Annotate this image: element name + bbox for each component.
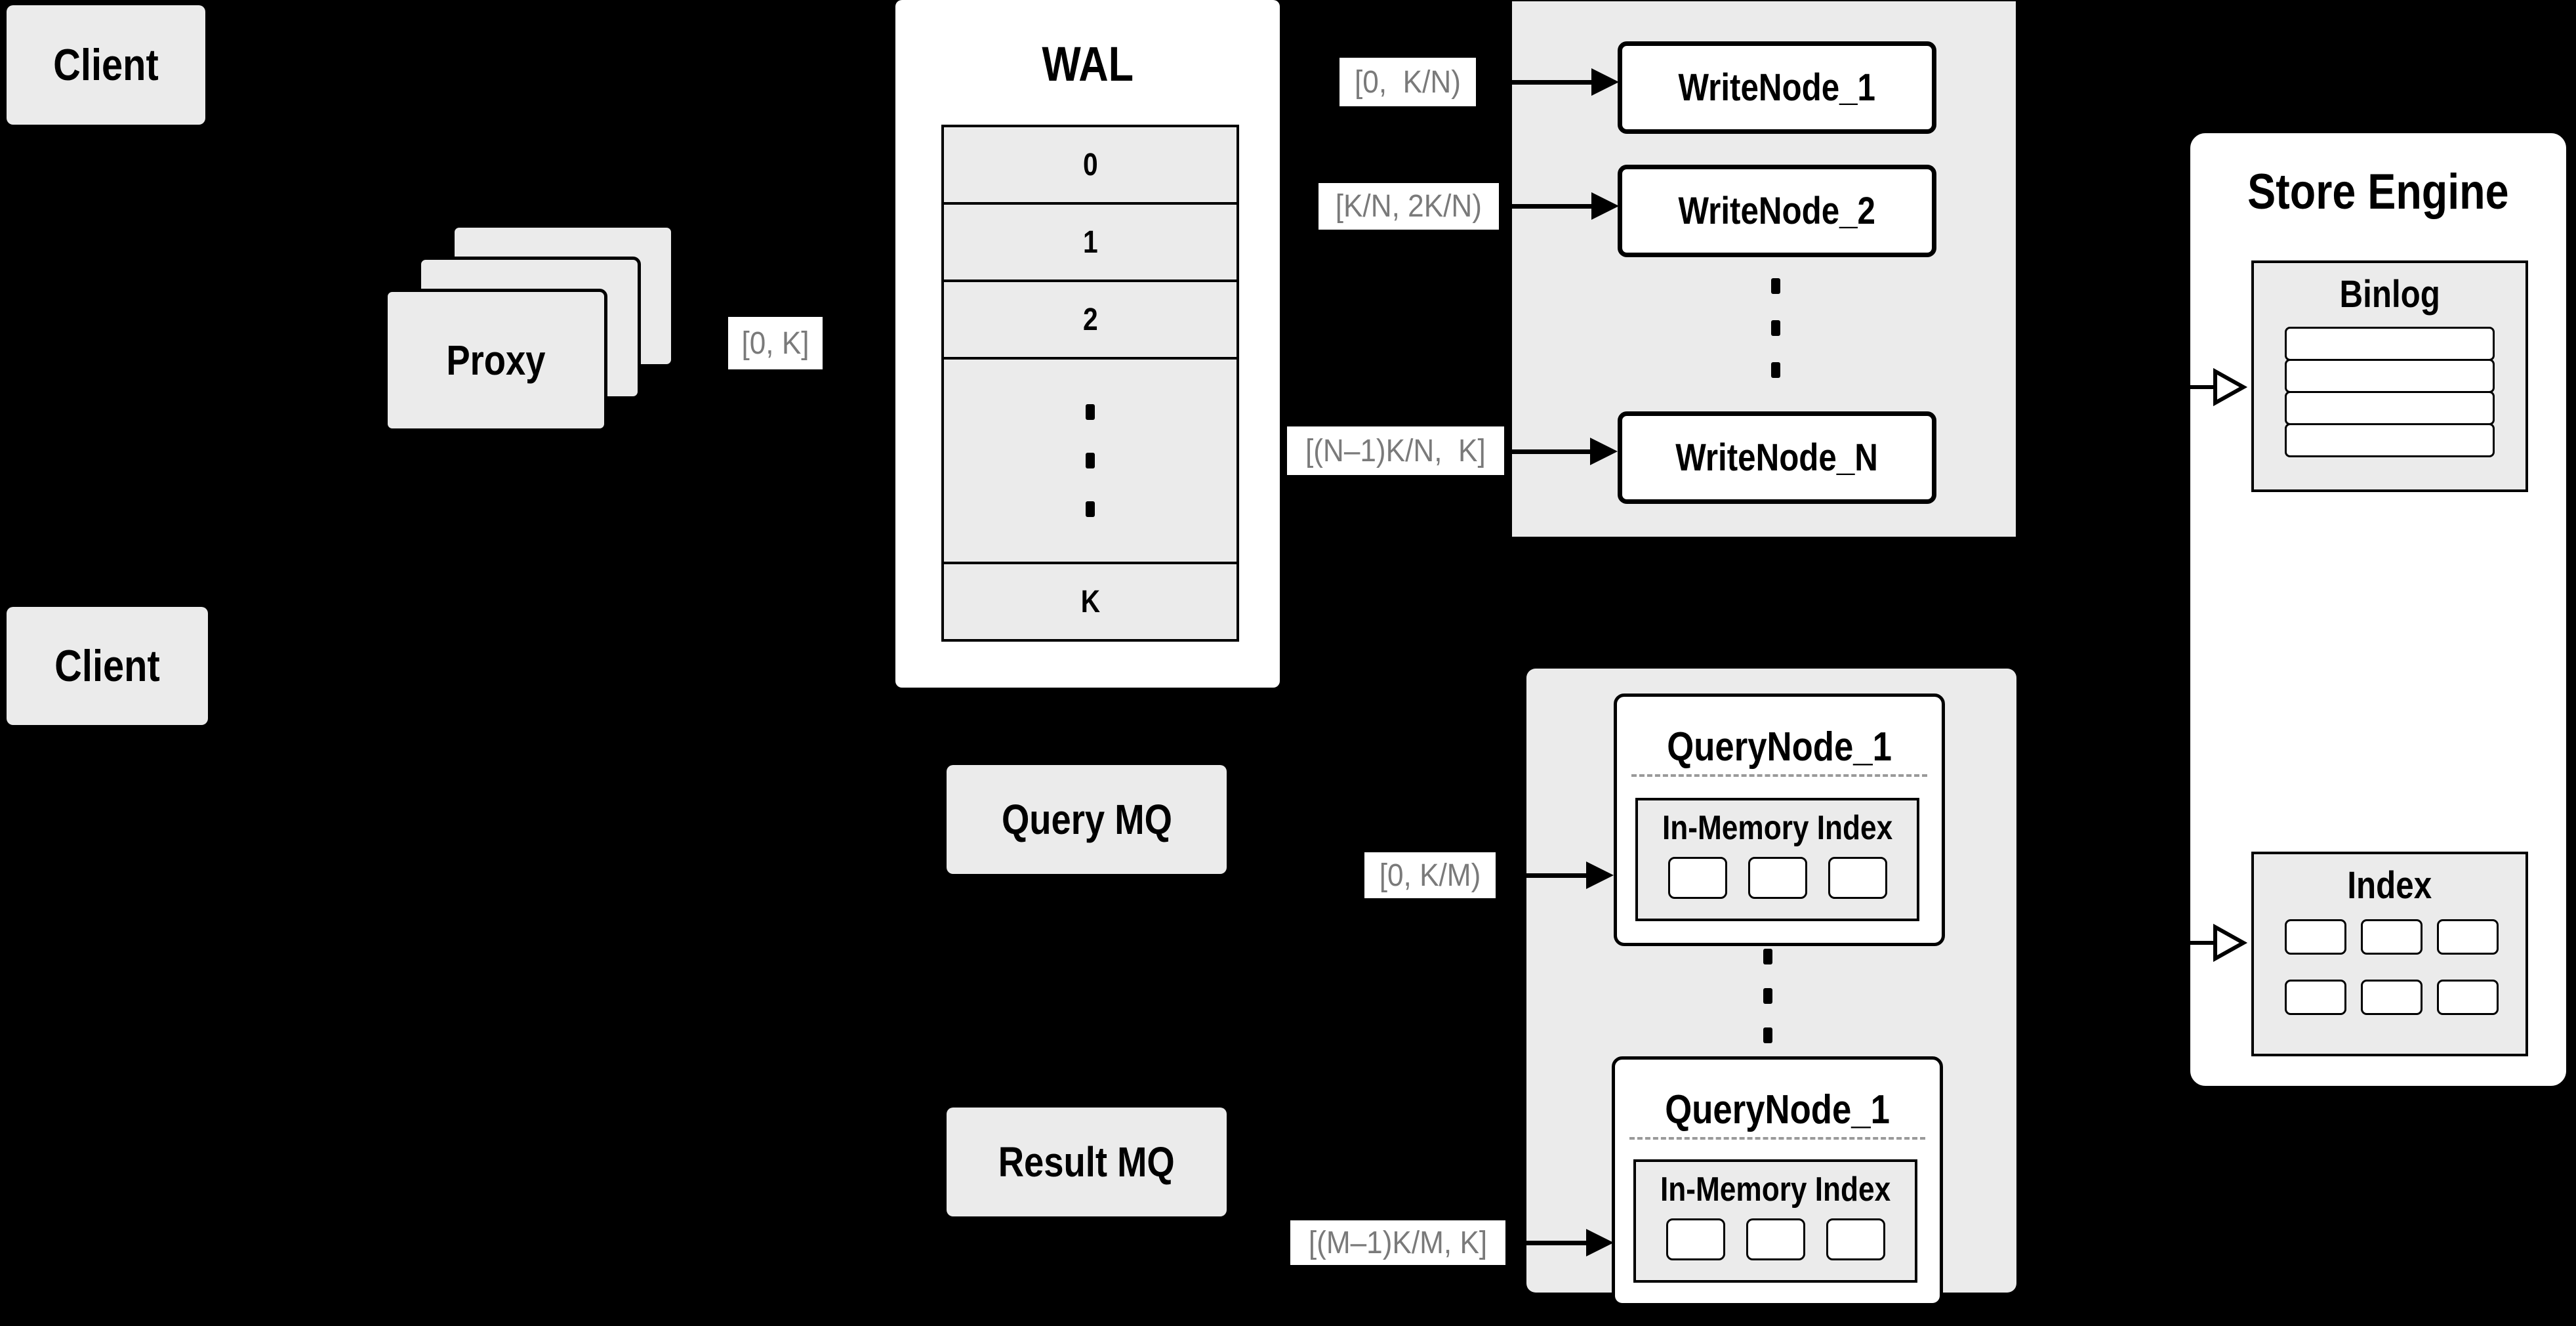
- write-node-2: WriteNode_2: [1618, 165, 1936, 257]
- dashed-divider: [1631, 774, 1927, 777]
- wal-segment-row: 2: [941, 280, 1239, 360]
- wal-title-wrap: WAL: [895, 34, 1280, 93]
- result-mq-box: Result MQ: [947, 1108, 1227, 1216]
- in-memory-index-box: In-Memory Index: [1633, 1159, 1917, 1283]
- store-engine-box: Store Engine Binlog Index: [2187, 130, 2569, 1089]
- ellipsis-dots: [1086, 404, 1095, 517]
- wal-title: WAL: [1042, 36, 1134, 91]
- index-cells: [2254, 919, 2525, 1015]
- in-memory-index-title-wrap: In-Memory Index: [1660, 1171, 1891, 1209]
- in-memory-index-title-wrap: In-Memory Index: [1662, 809, 1893, 847]
- range-label-query-1: [0, K/M): [1364, 852, 1496, 898]
- wal-segment-row: K: [941, 562, 1239, 642]
- arrow-to-write-node-n: [1504, 449, 1593, 454]
- write-node-1: WriteNode_1: [1618, 41, 1936, 134]
- query-node-1: QueryNode_1 In-Memory Index: [1614, 694, 1945, 946]
- range-label-write-1: [0, K/N): [1339, 58, 1476, 106]
- arrow-to-write-node-2: [1499, 204, 1594, 209]
- arrow-head: [1591, 192, 1619, 220]
- arrow-head: [1586, 861, 1614, 889]
- query-node-2: QueryNode_1 In-Memory Index: [1612, 1056, 1943, 1306]
- arrow-head: [1590, 438, 1618, 465]
- wal-segment-row: 0: [941, 125, 1239, 205]
- client-box-2: Client: [7, 607, 208, 725]
- arrow-head: [1586, 1229, 1614, 1256]
- range-label-write-n: [(N–1)K/N, K]: [1287, 426, 1504, 475]
- binlog-box: Binlog: [2251, 260, 2528, 492]
- wal-table: 0 1 2 K: [941, 125, 1239, 642]
- in-memory-index-box: In-Memory Index: [1635, 798, 1919, 921]
- query-mq-box: Query MQ: [947, 765, 1227, 874]
- client-label: Client: [53, 40, 159, 90]
- range-label-proxy: [0, K]: [728, 317, 823, 369]
- index-title-wrap: Index: [2347, 864, 2432, 907]
- query-node-title-wrap: QueryNode_1: [1667, 724, 1892, 770]
- client-label: Client: [54, 641, 160, 691]
- binlog-title-wrap: Binlog: [2339, 273, 2440, 316]
- segment-squares: [1636, 1218, 1915, 1260]
- query-node-title-wrap: QueryNode_1: [1665, 1087, 1890, 1132]
- arrow-to-binlog: [2188, 385, 2217, 389]
- arrow-to-query-node-2: [1505, 1241, 1587, 1245]
- dashed-divider: [1629, 1137, 1925, 1140]
- write-node-n: WriteNode_N: [1618, 411, 1936, 504]
- wal-ellipsis-row: [941, 357, 1239, 564]
- range-label-query-m: [(M–1)K/M, K]: [1290, 1220, 1505, 1265]
- proxy-label: Proxy: [446, 337, 546, 384]
- wal-segment-row: 1: [941, 202, 1239, 282]
- open-arrow-head: [2213, 924, 2248, 962]
- segment-squares: [1638, 857, 1917, 899]
- arrow-head: [1591, 68, 1619, 96]
- index-box: Index: [2251, 852, 2528, 1056]
- arrow-to-write-node-1: [1476, 80, 1594, 85]
- wal-box: WAL 0 1 2 K: [895, 0, 1280, 688]
- arrow-to-query-node-1: [1496, 873, 1587, 878]
- binlog-rows: [2285, 327, 2495, 457]
- proxy-box-front: Proxy: [384, 289, 607, 432]
- ellipsis-dots: [1763, 949, 1772, 1043]
- arrow-to-index: [2188, 941, 2217, 945]
- range-label-write-2: [K/N, 2K/N): [1319, 183, 1499, 230]
- store-engine-title-wrap: Store Engine: [2247, 163, 2509, 220]
- open-arrow-head: [2213, 368, 2248, 406]
- client-box-1: Client: [7, 5, 205, 125]
- ellipsis-dots: [1771, 278, 1780, 378]
